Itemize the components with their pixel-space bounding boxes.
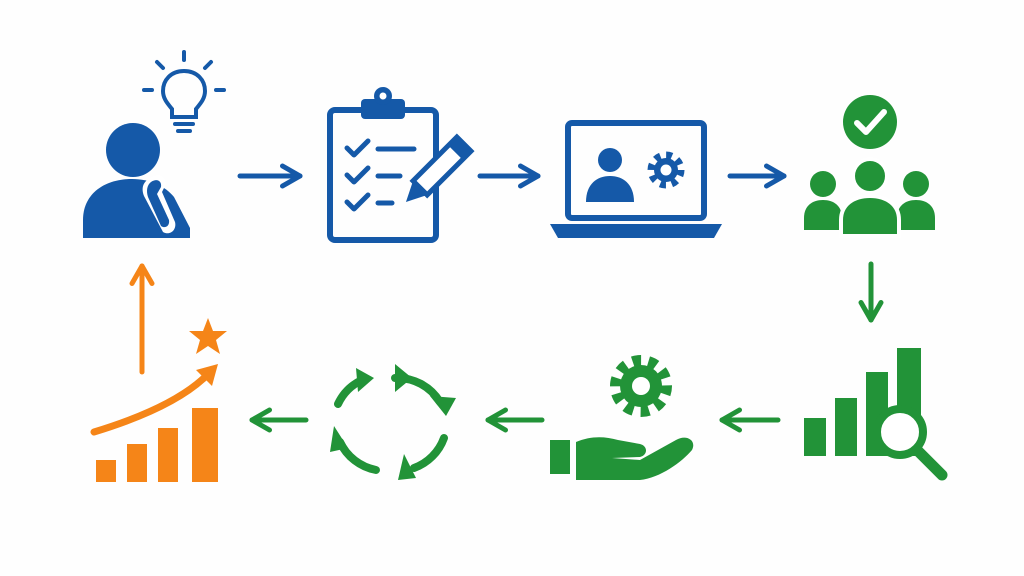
- circular-arrows-cycle-icon: [330, 364, 456, 480]
- thinking-person-lightbulb-icon: [83, 50, 226, 238]
- bar-chart-magnifier-icon: [804, 348, 948, 481]
- team-checkmark-icon: [804, 95, 935, 238]
- clipboard-checklist-pencil-icon: [327, 87, 475, 243]
- growth-chart-star-icon: [90, 318, 227, 482]
- hand-gear-icon: [550, 355, 694, 480]
- laptop-user-gear-icon: [550, 120, 722, 238]
